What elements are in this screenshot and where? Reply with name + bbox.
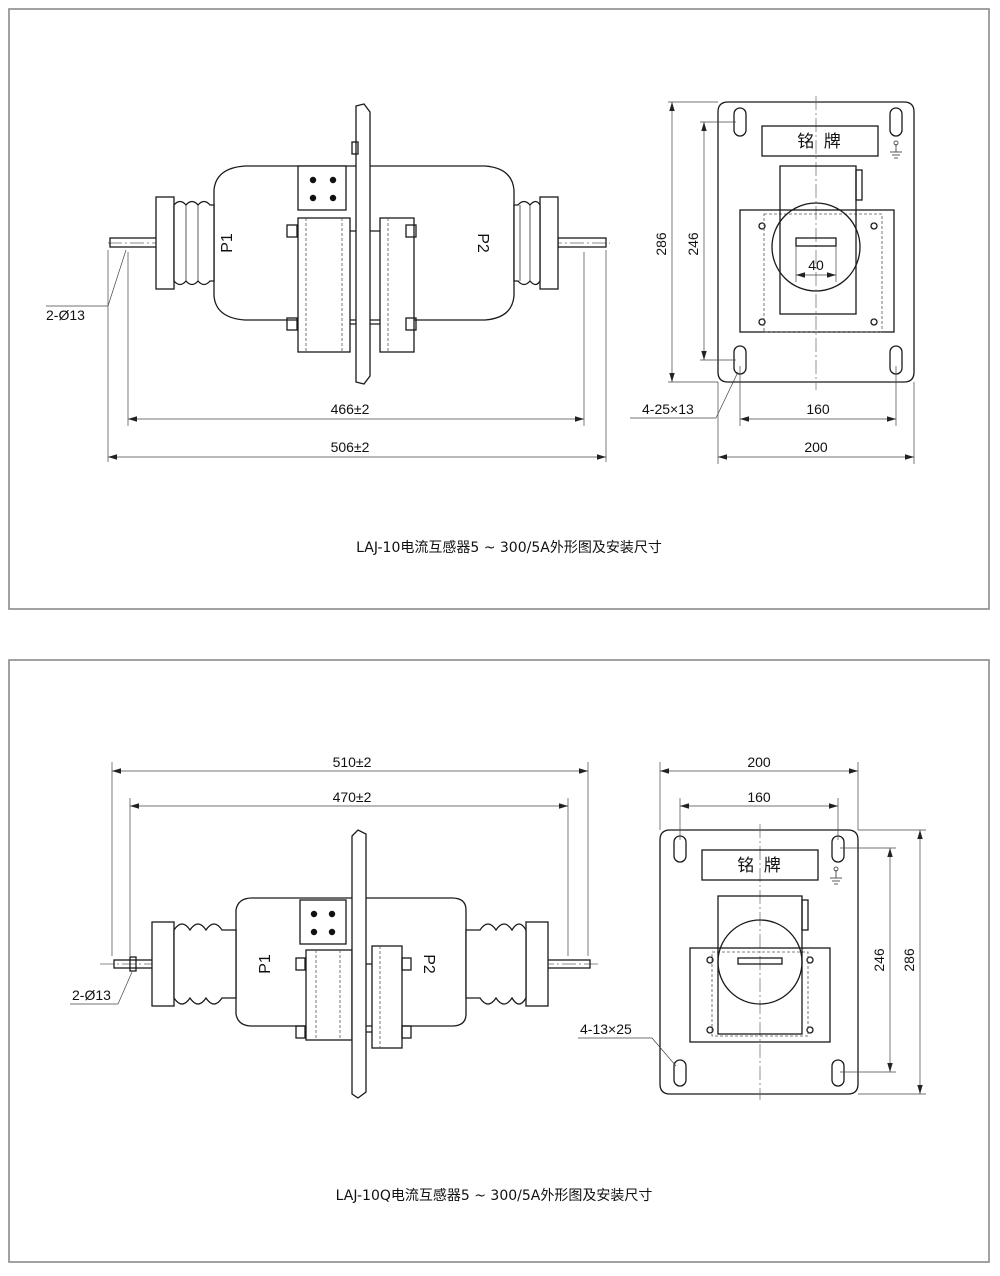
terminal-p2-label: P2 <box>420 954 437 974</box>
left-insulator <box>151 921 237 1007</box>
panel-1-side-view: P1 P2 2-Ø13 466±2 506±2 <box>46 103 610 462</box>
dim-200: 200 <box>747 754 771 770</box>
dim-286: 286 <box>901 948 917 972</box>
dim-160: 160 <box>747 789 771 805</box>
panel-2-side-view: P1 P2 2-Ø13 510±2 470±2 <box>70 754 598 1099</box>
panel-1-frame <box>8 8 990 610</box>
panel-2-caption: LAJ-10Q电流互感器5 ~ 300/5A外形图及安装尺寸 <box>336 1187 653 1204</box>
mounting-plate <box>355 103 371 385</box>
terminal-p1-label: P1 <box>257 954 274 974</box>
mounting-plate <box>351 829 367 1099</box>
core-window <box>717 919 803 1005</box>
panel-1-end-view: 铭 牌 40 <box>630 96 915 464</box>
core-block-left <box>297 217 351 353</box>
dim-506: 506±2 <box>331 439 370 455</box>
secondary-terminal-box <box>297 165 347 211</box>
panel-2-frame <box>8 659 990 1263</box>
slot-label: 4-13×25 <box>580 1021 632 1037</box>
nameplate-label: 铭 牌 <box>797 132 842 152</box>
dim-246: 246 <box>685 232 701 256</box>
terminal-p2-label: P2 <box>474 233 491 253</box>
core-block-right <box>379 217 415 353</box>
slot-label: 4-25×13 <box>642 401 694 417</box>
secondary-terminal-box <box>299 899 347 945</box>
core-block-left <box>305 949 353 1041</box>
terminal-p1-label: P1 <box>219 233 236 253</box>
core-window <box>771 202 861 292</box>
panel-1: P1 P2 2-Ø13 466±2 506±2 <box>8 8 990 610</box>
mounting-slots <box>673 835 845 1087</box>
dim-160: 160 <box>806 401 830 417</box>
hole-label: 2-Ø13 <box>46 307 85 323</box>
ground-icon <box>890 140 902 159</box>
core-housing <box>779 165 857 315</box>
panel-2: P1 P2 2-Ø13 510±2 470±2 <box>8 659 990 1263</box>
hole-label: 2-Ø13 <box>72 987 111 1003</box>
left-insulator <box>155 196 215 290</box>
dim-40: 40 <box>808 257 824 273</box>
nameplate-box <box>701 849 819 881</box>
panel-1-caption: LAJ-10电流互感器5 ~ 300/5A外形图及安装尺寸 <box>356 539 662 556</box>
panel-2-end-view: 铭 牌 <box>578 754 926 1100</box>
dim-246: 246 <box>871 948 887 972</box>
dim-200: 200 <box>804 439 828 455</box>
ground-icon <box>830 866 842 885</box>
dim-286: 286 <box>653 232 669 256</box>
nameplate-label: 铭 牌 <box>737 856 782 876</box>
dim-466: 466±2 <box>331 401 370 417</box>
dim-470: 470±2 <box>333 789 372 805</box>
dim-510: 510±2 <box>333 754 372 770</box>
nameplate-box <box>761 125 879 157</box>
right-insulator <box>513 196 559 290</box>
core-block-right <box>371 945 403 1049</box>
right-insulator <box>465 921 549 1007</box>
